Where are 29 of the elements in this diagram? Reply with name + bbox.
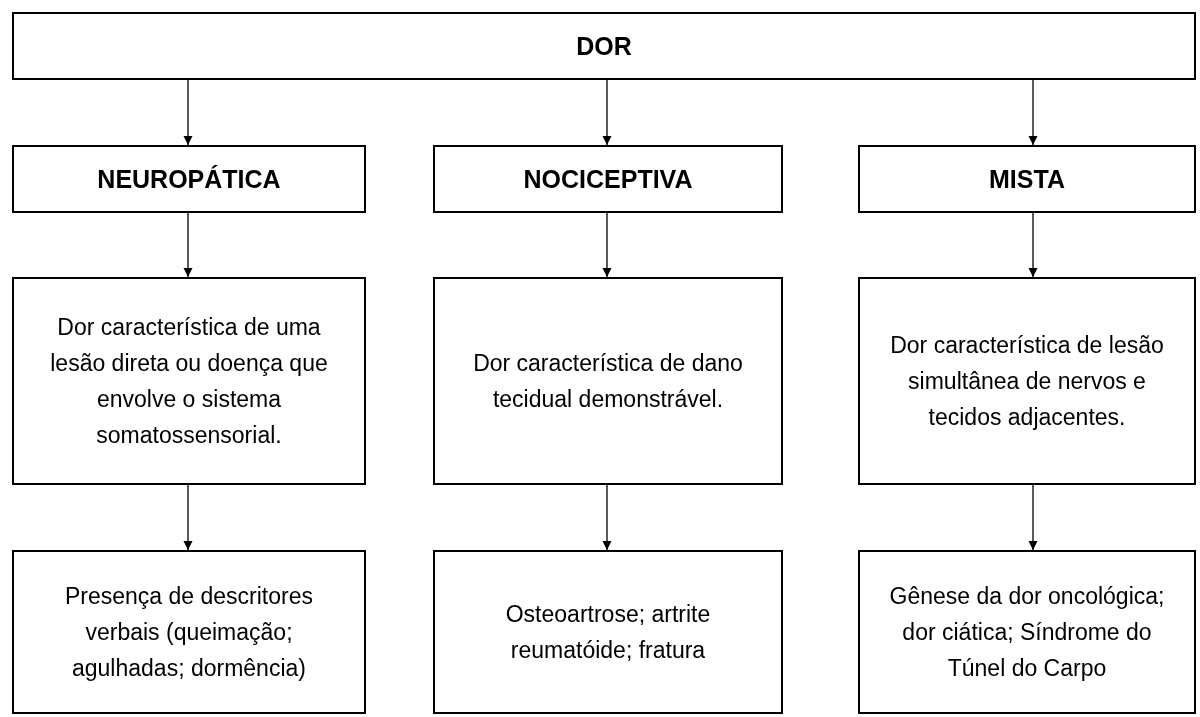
arrow xyxy=(1028,212,1038,278)
description-text: Gênese da dor oncológica; dor ciática; Síndrome do Túnel do Carpo xyxy=(888,582,1166,683)
description-text: Dor característica de lesão simultânea de nervos e tecidos adjacentes. xyxy=(889,331,1165,432)
arrow xyxy=(1028,484,1038,551)
text-box xyxy=(858,550,1196,714)
text-box xyxy=(12,277,366,485)
category-box xyxy=(433,145,783,213)
category-label: MISTA xyxy=(989,164,1065,195)
text-box xyxy=(433,277,783,485)
text-box xyxy=(433,550,783,714)
category-box xyxy=(12,12,1196,80)
arrow xyxy=(183,79,193,146)
category-box xyxy=(12,145,366,213)
description-text: Presença de descritores verbais (queimação; agulhadas; dormência) xyxy=(64,582,314,683)
category-label: DOR xyxy=(576,31,632,62)
description-text: Dor característica de uma lesão direta ou doença que envolve o sistema somatossensorial. xyxy=(49,313,329,450)
category-label: NOCICEPTIVA xyxy=(523,164,693,195)
category-box xyxy=(858,145,1196,213)
text-box xyxy=(12,550,366,714)
category-label: NEUROPÁTICA xyxy=(97,164,281,195)
arrow xyxy=(602,79,612,146)
arrow xyxy=(183,484,193,551)
text-box xyxy=(858,277,1196,485)
description-text: Dor característica de dano tecidual demonstrável. xyxy=(472,349,744,414)
arrow xyxy=(1028,79,1038,146)
arrow xyxy=(602,484,612,551)
description-text: Osteoartrose; artrite reumatóide; fratura xyxy=(504,600,712,665)
arrow xyxy=(602,212,612,278)
arrow xyxy=(183,212,193,278)
